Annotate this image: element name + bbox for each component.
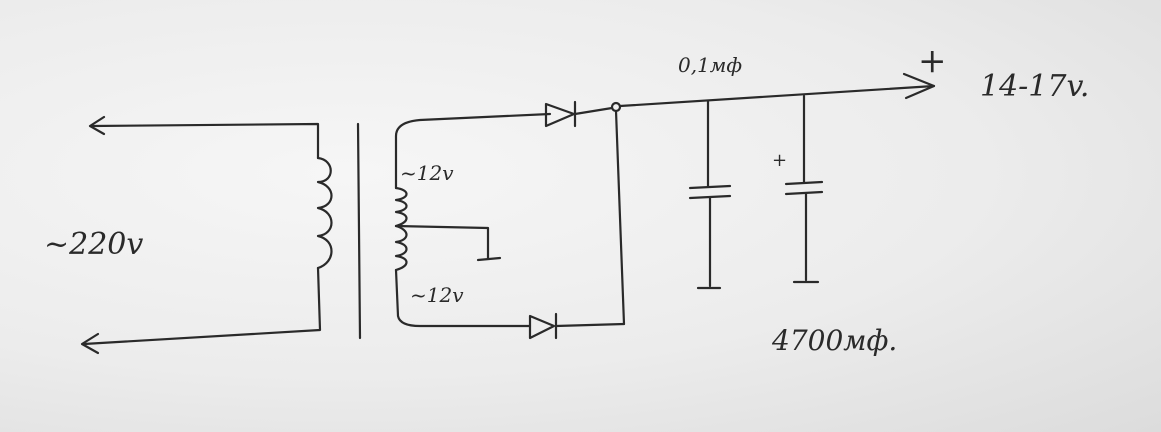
winding-lower-label: ~12v: [410, 283, 464, 307]
return-wire: [614, 109, 626, 326]
transformer-core: [356, 122, 362, 340]
diode-lower: [528, 312, 626, 340]
capacitor-electrolytic: [784, 94, 824, 284]
output-rail: [618, 72, 936, 108]
primary-coil: [316, 156, 333, 270]
winding-upper-label: ~12v: [400, 161, 454, 185]
diode-upper: [544, 100, 614, 128]
small-cap-label: 0,1мф: [678, 53, 742, 77]
junction-node: [610, 101, 622, 113]
capacitor-small: [688, 99, 732, 290]
input-voltage-label: ~220v: [44, 227, 143, 262]
primary-input-leads: [80, 115, 322, 355]
electrolytic-polarity-label: +: [772, 150, 787, 171]
output-voltage-label: 14-17v.: [980, 69, 1089, 104]
electrolytic-value-label: 4700мф.: [771, 324, 897, 357]
secondary-winding: [394, 112, 552, 328]
output-plus-label: +: [918, 41, 947, 81]
